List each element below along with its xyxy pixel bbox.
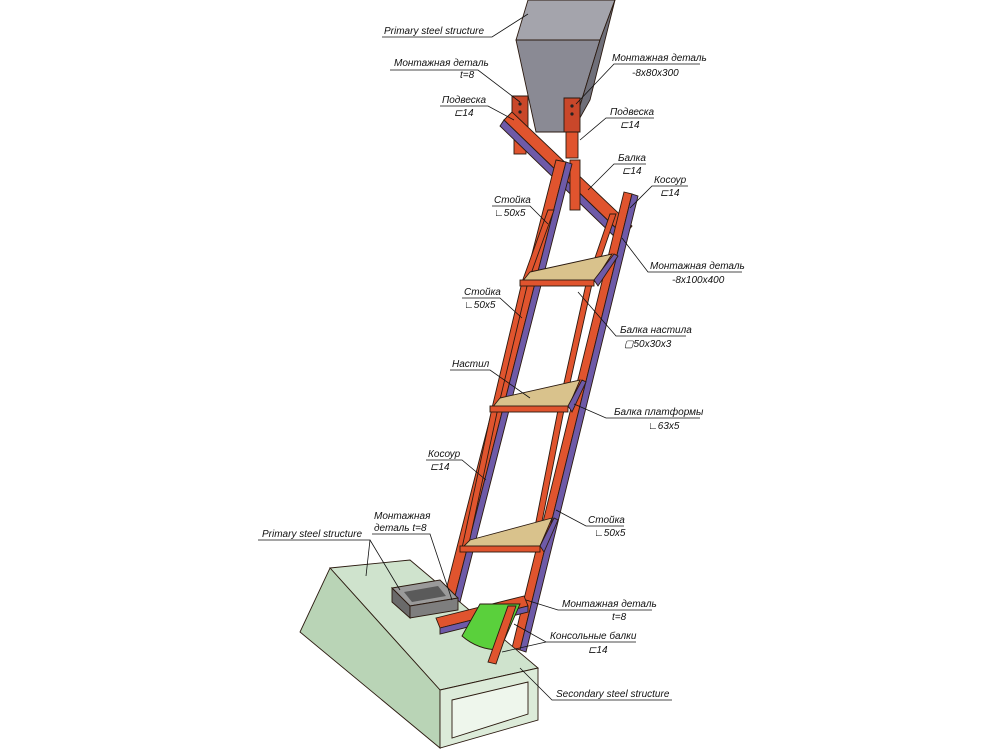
bottom-connection bbox=[435, 595, 529, 665]
label-mount-t8-right-b: t=8 bbox=[612, 612, 627, 623]
leader-primary-bottom-2 bbox=[369, 539, 401, 591]
label-primary-top: Primary steel structure bbox=[384, 26, 484, 37]
annotations: Primary steel structure Монтажная деталь… bbox=[258, 13, 745, 701]
label-mount-t8-top-a: Монтажная деталь bbox=[394, 58, 489, 69]
leader-secondary bbox=[519, 667, 672, 701]
label-platform-beam-a: Балка платформы bbox=[614, 406, 704, 418]
leader-stringer-low bbox=[426, 459, 487, 481]
leader-mount-t8-top bbox=[390, 69, 521, 103]
leader-cantilever-2 bbox=[501, 641, 547, 653]
leader-post-top bbox=[492, 205, 549, 225]
label-hanger-right-a: Подвеска bbox=[610, 107, 655, 118]
platform-beam-side bbox=[567, 379, 587, 413]
post bbox=[461, 407, 499, 549]
platform-beam bbox=[519, 279, 595, 287]
leader-mount-t8-low bbox=[372, 533, 453, 601]
leader-primary-top bbox=[382, 13, 529, 38]
label-primary-bottom: Primary steel structure bbox=[262, 529, 362, 540]
platform-beam-side bbox=[593, 253, 619, 287]
leader-post-mid bbox=[462, 297, 523, 319]
label-post-top-a: Стойка bbox=[494, 195, 531, 206]
label-mount-t8-low-a: Монтажная bbox=[374, 511, 431, 522]
platforms bbox=[459, 253, 619, 553]
label-post-low-b: ∟50х5 bbox=[594, 528, 626, 539]
secondary-steel-box bbox=[299, 559, 539, 749]
leader-post-low bbox=[555, 509, 624, 527]
bolt bbox=[570, 104, 574, 108]
leader-mount-8x80 bbox=[575, 63, 700, 105]
label-hanger-left-a: Подвеска bbox=[442, 95, 487, 106]
bolt bbox=[518, 110, 522, 114]
mount-block-hole bbox=[404, 586, 446, 602]
label-cantilever-b: ⊏14 bbox=[588, 645, 608, 656]
leader-mount-8x100 bbox=[621, 237, 742, 273]
leader-hanger-left bbox=[440, 105, 515, 121]
label-deck-beam-a: Балка настила bbox=[620, 325, 692, 336]
label-mount-8x80-a: Монтажная деталь bbox=[612, 53, 707, 64]
label-mount-8x80-b: -8х80х300 bbox=[632, 68, 679, 79]
label-mount-t8-right-a: Монтажная деталь bbox=[562, 599, 657, 610]
label-mount-t8-low-b: деталь t=8 bbox=[374, 523, 427, 534]
label-deck: Настил bbox=[452, 359, 490, 370]
bolt bbox=[570, 112, 574, 116]
leader-hanger-right bbox=[579, 117, 654, 141]
label-hanger-right-b: ⊏14 bbox=[620, 120, 640, 131]
leader-deck-beam bbox=[577, 291, 686, 337]
box-end-inner bbox=[451, 681, 529, 739]
primary-mount-block bbox=[391, 579, 459, 620]
label-mount-8x100-a: Монтажная деталь bbox=[650, 261, 745, 272]
label-stringer-low-a: Косоур bbox=[428, 449, 461, 460]
mount-block-side bbox=[409, 597, 459, 619]
leader-beam bbox=[587, 163, 646, 191]
label-deck-beam-b: ▢50х30х3 bbox=[624, 339, 672, 350]
bolt bbox=[518, 102, 522, 106]
cantilever-beam bbox=[487, 605, 517, 665]
primary-beam-top-web bbox=[571, 0, 616, 133]
leader-stringer-top bbox=[629, 185, 688, 209]
hanger-lower bbox=[569, 159, 581, 211]
label-beam-a: Балка bbox=[618, 153, 646, 164]
label-hanger-left-b: ⊏14 bbox=[454, 108, 474, 119]
label-post-mid-a: Стойка bbox=[464, 287, 501, 298]
label-cantilever-a: Консольные балки bbox=[550, 630, 637, 642]
label-post-top-b: ∟50х5 bbox=[494, 208, 526, 219]
label-mount-8x100-b: -8х100х400 bbox=[672, 275, 725, 286]
platform-beam bbox=[489, 405, 569, 413]
label-post-low-a: Стойка bbox=[588, 515, 625, 526]
leader-deck bbox=[450, 369, 531, 399]
label-stringer-low-b: ⊏14 bbox=[430, 462, 450, 473]
label-platform-beam-b: ∟63х5 bbox=[648, 421, 680, 432]
label-beam-b: ⊏14 bbox=[622, 166, 642, 177]
label-stringer-top-b: ⊏14 bbox=[660, 188, 680, 199]
posts bbox=[461, 209, 617, 553]
primary-beam-top-side bbox=[515, 0, 616, 41]
label-post-mid-b: ∟50х5 bbox=[464, 300, 496, 311]
label-stringer-top-a: Косоур bbox=[654, 175, 687, 186]
label-secondary: Secondary steel structure bbox=[556, 689, 670, 700]
label-mount-t8-top-b: t=8 bbox=[460, 70, 475, 81]
platform-beam bbox=[459, 545, 541, 553]
leader-mount-t8-right bbox=[525, 599, 652, 611]
leader-platform-beam bbox=[573, 403, 700, 419]
platform-beam-side bbox=[539, 517, 559, 553]
